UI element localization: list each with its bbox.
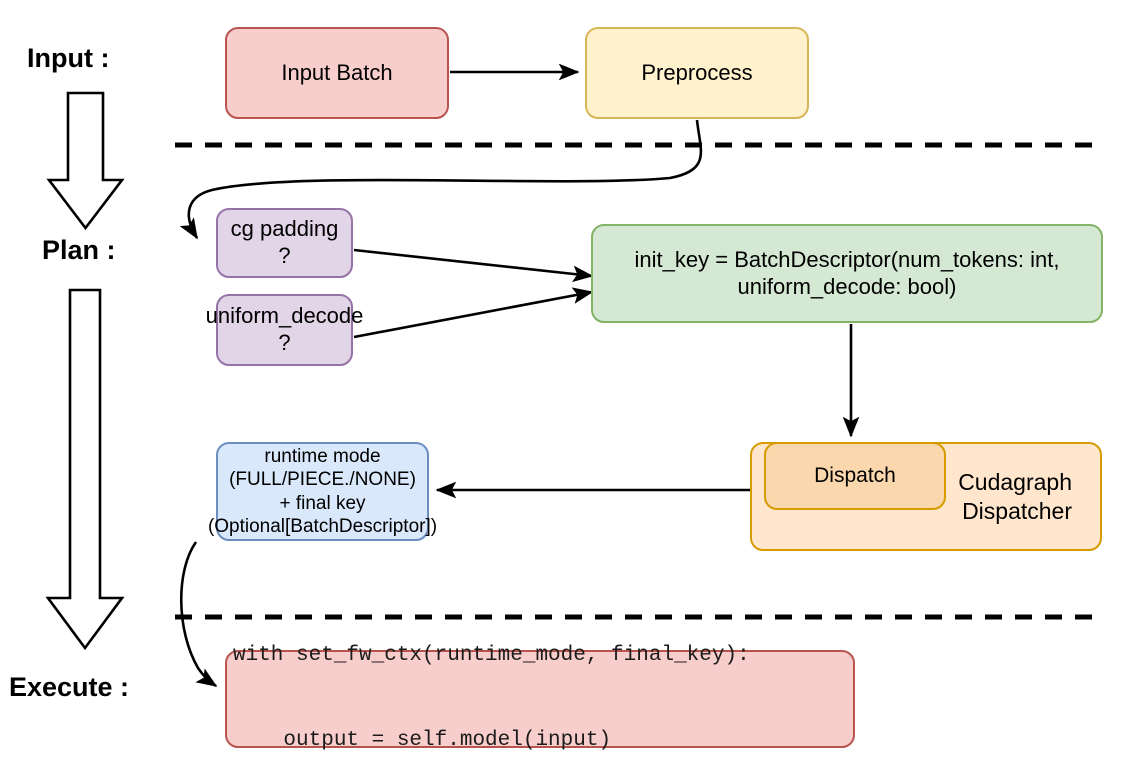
- stage-label-plan: Plan :: [42, 235, 116, 265]
- edge-cg-padding-to-init-key: [353, 248, 594, 283]
- node-dispatch[interactable]: Dispatch: [764, 442, 946, 510]
- edge-runtime-mode-to-execute-code: [179, 541, 218, 688]
- node-runtime-mode[interactable]: runtime mode (FULL/PIECE./NONE) + final …: [208, 442, 437, 541]
- node-execute-code-line-1: with set_fw_ctx(runtime_mode, final_key)…: [233, 644, 750, 668]
- node-init-key-line-2: uniform_decode: bool): [737, 273, 957, 299]
- node-uniform-decode-label: uniform_decode ?: [205, 303, 364, 355]
- node-runtime-mode-line-2: + final key (Optional[BatchDescriptor]): [207, 492, 438, 537]
- node-preprocess[interactable]: Preprocess: [585, 27, 809, 119]
- node-execute-code[interactable]: with set_fw_ctx(runtime_mode, final_key)…: [225, 644, 855, 752]
- node-input-batch-label: Input Batch: [281, 59, 393, 85]
- node-dispatch-label: Dispatch: [814, 464, 896, 488]
- node-input-batch[interactable]: Input Batch: [225, 27, 449, 119]
- node-uniform-decode[interactable]: uniform_decode ?: [206, 294, 363, 366]
- node-preprocess-label: Preprocess: [641, 59, 753, 85]
- stage-label-input: Input :: [27, 43, 110, 73]
- plan-to-execute-arrow: [45, 288, 125, 651]
- node-runtime-mode-line-1: runtime mode (FULL/PIECE./NONE): [229, 446, 416, 491]
- node-init-key[interactable]: init_key = BatchDescriptor(num_tokens: i…: [591, 224, 1103, 323]
- node-cg-padding[interactable]: cg padding ?: [216, 208, 353, 278]
- input-to-plan-arrow: [46, 91, 125, 231]
- node-cg-padding-label: cg padding ?: [230, 216, 339, 268]
- node-cudagraph-dispatcher-line-1: Cudagraph: [958, 469, 1072, 496]
- node-execute-code-line-2: output = self.model(input): [233, 729, 612, 753]
- node-cudagraph-dispatcher-line-2: Dispatcher: [962, 497, 1072, 524]
- edge-uniform-decode-to-init-key: [353, 287, 594, 339]
- node-init-key-line-1: init_key = BatchDescriptor(num_tokens: i…: [634, 246, 1060, 272]
- stage-label-execute: Execute :: [9, 672, 130, 702]
